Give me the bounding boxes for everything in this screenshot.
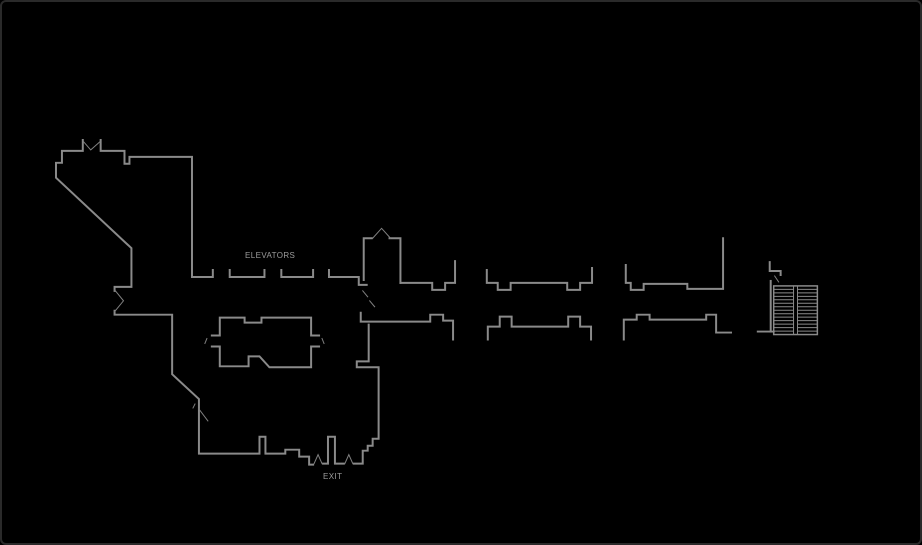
exit-label: EXIT — [323, 472, 343, 481]
elevators-label: ELEVATORS — [245, 251, 296, 260]
